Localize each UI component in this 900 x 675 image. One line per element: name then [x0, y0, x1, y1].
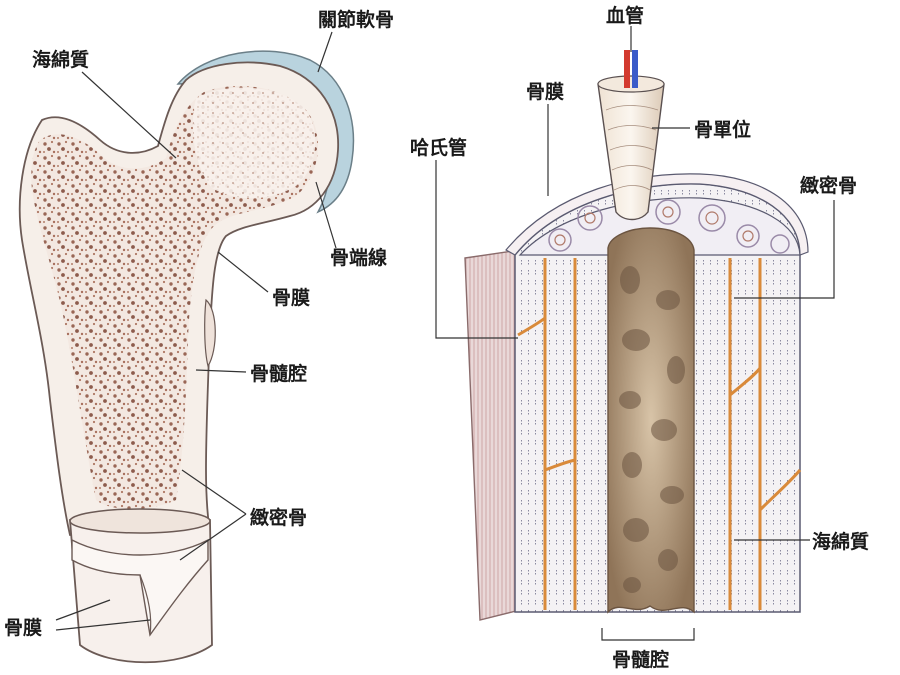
label-spongy-bone-right: 海綿質	[812, 530, 869, 553]
shaft-cut-top-ellipse	[69, 508, 211, 534]
shaft-cut-cylinder	[69, 519, 213, 664]
cavity-bracket	[601, 628, 695, 641]
periosteum-fiber-flap	[464, 249, 521, 621]
label-epiphyseal-line: 骨端線	[330, 246, 387, 269]
osteon-rings	[548, 199, 790, 254]
label-periosteum-bottom: 骨膜	[4, 616, 42, 639]
label-compact-bone-right: 緻密骨	[800, 174, 857, 197]
labels-left: 關節軟骨 海綿質 骨端線 骨膜 骨髓腔 緻密骨 骨膜	[4, 8, 394, 639]
vessel-blue	[632, 50, 638, 88]
vessel-red	[624, 50, 630, 88]
osteon-top-ellipse	[597, 75, 665, 93]
trabecular-holes	[619, 266, 685, 593]
label-haversian-canal: 哈氏管	[410, 136, 467, 159]
periosteum-flap	[71, 538, 209, 637]
labels-right: 血管 骨膜 哈氏管 骨單位 緻密骨 海綿質 骨髓腔	[410, 4, 869, 671]
leader-lines	[55, 26, 835, 631]
label-medullary-cavity-left: 骨髓腔	[250, 362, 307, 385]
label-osteon: 骨單位	[694, 118, 751, 141]
osteon-lamellae	[605, 105, 659, 191]
label-blood-vessel: 血管	[606, 4, 644, 27]
bone-section-diagram	[464, 50, 809, 641]
haversian-canals	[517, 258, 802, 610]
label-spongy-bone-left: 海綿質	[32, 48, 89, 71]
femoral-head-spongy	[192, 87, 316, 199]
top-surface	[518, 197, 801, 256]
label-compact-bone-left: 緻密骨	[250, 506, 307, 529]
label-articular-cartilage: 關節軟骨	[318, 8, 394, 31]
femur-diagram	[18, 50, 355, 664]
label-periosteum-right: 骨膜	[526, 80, 564, 103]
trochanter-bump	[204, 298, 216, 368]
label-periosteum-left: 骨膜	[272, 286, 310, 309]
label-medullary-cavity-right: 骨髓腔	[612, 648, 669, 671]
periosteum-flap-fold	[139, 574, 152, 636]
medullary-cavity-shape	[607, 227, 695, 614]
